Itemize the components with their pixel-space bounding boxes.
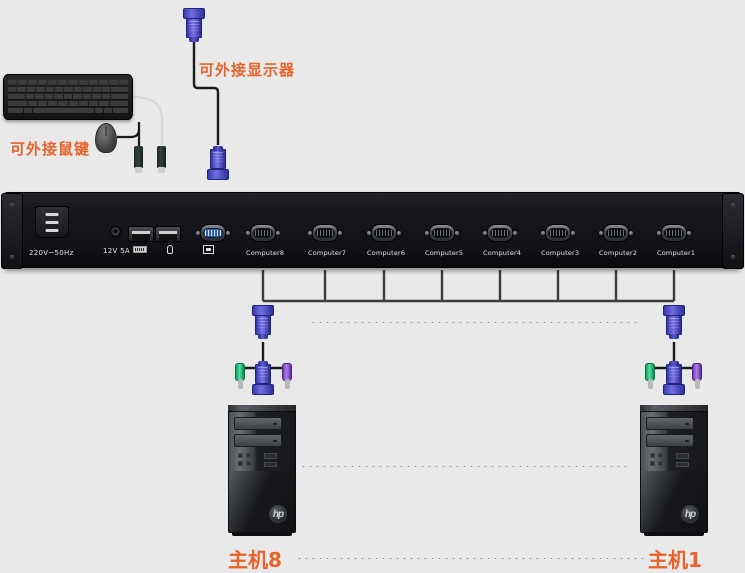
vga-port-computer3[interactable] bbox=[540, 224, 576, 242]
external-monitor-vga-connector bbox=[183, 8, 205, 42]
external-keyboard bbox=[3, 74, 133, 120]
port-label-computer4: Computer4 bbox=[483, 249, 522, 257]
tower-foot bbox=[232, 532, 292, 536]
vga-pins bbox=[205, 230, 221, 236]
vga-body bbox=[210, 149, 226, 169]
optical-drive-bay bbox=[646, 417, 694, 430]
dc-rating-label: 12V 5A bbox=[103, 247, 130, 255]
screw-icon bbox=[10, 203, 14, 207]
keyboard-keys bbox=[8, 80, 129, 115]
power-inlet-iec[interactable] bbox=[35, 206, 69, 238]
dotted-continuation-bus bbox=[310, 322, 640, 323]
usb-plug-mouse bbox=[134, 146, 143, 173]
vga-port-computer6[interactable] bbox=[366, 224, 402, 242]
console-vga-plug bbox=[207, 146, 229, 180]
vga-screw-nut bbox=[195, 230, 201, 236]
hp-logo: hp bbox=[681, 505, 699, 523]
screw-icon bbox=[10, 255, 14, 259]
host1-vga-connector bbox=[663, 361, 685, 395]
host8-vga-connector bbox=[252, 361, 274, 395]
optical-drive-bay bbox=[646, 434, 694, 447]
port-label-computer6: Computer6 bbox=[367, 249, 406, 257]
vga-port-computer4[interactable] bbox=[482, 224, 518, 242]
monitor-icon bbox=[203, 245, 214, 254]
vga-body bbox=[186, 18, 202, 38]
front-panel-buttons bbox=[238, 453, 278, 467]
port-label-computer8: Computer8 bbox=[246, 249, 285, 257]
rack-ear-left bbox=[1, 193, 23, 269]
connector-block-icon bbox=[133, 246, 147, 253]
vga-port-computer7[interactable] bbox=[307, 224, 343, 242]
mouse-icon bbox=[167, 245, 173, 254]
tower-foot bbox=[644, 532, 704, 536]
screw-icon bbox=[731, 255, 735, 259]
vga-screw-nut bbox=[225, 230, 231, 236]
host1-ps2-mouse-connector bbox=[692, 363, 702, 389]
tower-front-gloss bbox=[641, 471, 707, 532]
iec-slot bbox=[45, 229, 59, 232]
vga-screw-nut bbox=[275, 230, 281, 236]
host1-kvm-vga-connector bbox=[663, 305, 685, 339]
port-label-computer3: Computer3 bbox=[541, 249, 580, 257]
host8-kvm-vga-connector bbox=[252, 305, 274, 339]
vga-port-computer2[interactable] bbox=[598, 224, 634, 242]
host-label-8: 主机8 bbox=[228, 548, 282, 572]
screw-icon bbox=[731, 203, 735, 207]
optical-drive-bay bbox=[234, 417, 282, 430]
usb-plug-keyboard bbox=[157, 146, 166, 173]
callout-external-monitor: 可外接显示器 bbox=[199, 61, 296, 79]
vga-screw-nut bbox=[245, 230, 251, 236]
tower-top bbox=[640, 405, 708, 412]
usb-port-mouse[interactable] bbox=[155, 226, 181, 242]
vga-tip bbox=[213, 146, 223, 151]
iec-slot bbox=[45, 213, 59, 216]
power-voltage-label: 220V~50Hz bbox=[29, 249, 74, 257]
usb-port-keyboard[interactable] bbox=[128, 226, 154, 242]
callout-external-keyboard-mouse: 可外接鼠键 bbox=[10, 140, 91, 158]
host1-ps2-keyboard-connector bbox=[645, 363, 655, 389]
vga-port-computer1[interactable] bbox=[656, 224, 692, 242]
host8-computer-tower: hp bbox=[228, 405, 296, 536]
vga-cap bbox=[207, 169, 229, 180]
external-mouse bbox=[95, 123, 117, 153]
optical-drive-bay bbox=[234, 434, 282, 447]
port-label-computer1: Computer1 bbox=[657, 249, 696, 257]
front-panel-buttons bbox=[650, 453, 690, 467]
dotted-continuation-labels bbox=[296, 558, 644, 559]
dotted-continuation-towers bbox=[300, 466, 630, 467]
iec-slot bbox=[45, 221, 59, 224]
hp-logo: hp bbox=[269, 505, 287, 523]
port-label-computer7: Computer7 bbox=[308, 249, 347, 257]
port-label-computer5: Computer5 bbox=[425, 249, 464, 257]
console-vga-port[interactable] bbox=[195, 224, 231, 242]
host-label-1: 主机1 bbox=[648, 548, 702, 572]
host8-ps2-keyboard-connector bbox=[235, 363, 245, 389]
host8-ps2-mouse-connector bbox=[282, 363, 292, 389]
port-label-computer2: Computer2 bbox=[599, 249, 638, 257]
vga-port-computer5[interactable] bbox=[424, 224, 460, 242]
rack-ear-right bbox=[722, 193, 744, 269]
dc-power-jack[interactable] bbox=[110, 226, 121, 237]
host1-computer-tower: hp bbox=[640, 405, 708, 536]
tower-top bbox=[228, 405, 296, 412]
vga-tip bbox=[189, 37, 199, 42]
tower-front-gloss bbox=[229, 471, 295, 532]
vga-port-computer8[interactable] bbox=[245, 224, 281, 242]
